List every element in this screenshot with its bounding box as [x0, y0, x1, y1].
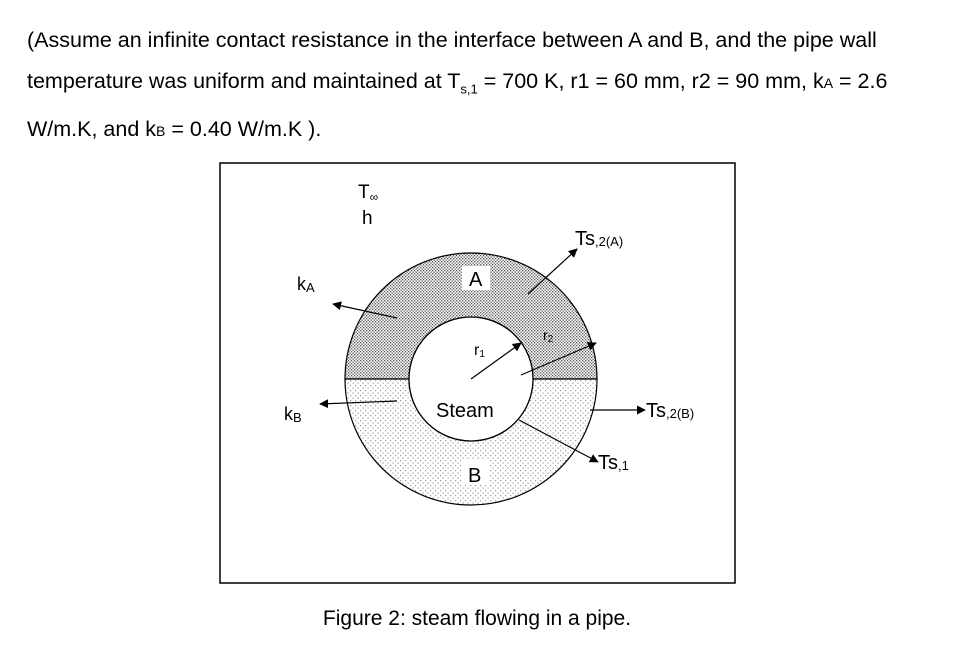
layer-b-label: B: [468, 465, 481, 487]
layer-a-label-box: [462, 266, 490, 290]
problem-text-3: = 2.6 W/m.K, and k: [27, 69, 888, 142]
problem-text-1: (Assume an infinite contact resistance i…: [27, 28, 877, 93]
kb-subscript: B: [156, 123, 166, 140]
problem-statement: (Assume an infinite contact resistance i…: [27, 20, 942, 152]
r1-label: r1: [474, 342, 485, 360]
ka-subscript: A: [823, 75, 834, 91]
ts1-subscript: s,1: [460, 81, 478, 97]
ts2b-label: Ts,2(B): [646, 400, 694, 422]
ts2a-label: Ts,2(A): [575, 228, 623, 250]
t-infinity-label: T∞: [358, 182, 378, 204]
r1-arrow: [470, 342, 522, 380]
figure-caption: Figure 2: steam flowing in a pipe.: [322, 607, 632, 630]
r2-arrow: [520, 342, 597, 376]
ka-label: kA: [297, 274, 315, 295]
kb-label: kB: [284, 404, 302, 425]
layer-b-label-box: [461, 460, 489, 485]
ts1-label: Ts,1: [598, 452, 629, 474]
ts1-arrow: [518, 419, 599, 463]
layer-a-label: A: [469, 269, 483, 291]
h-label: h: [362, 208, 373, 229]
problem-text-2: = 700 K, r1 = 60 mm, r2 = 90 mm, k: [477, 69, 824, 93]
ka-arrow: [332, 301, 398, 319]
r2-label: r2: [543, 327, 554, 345]
problem-text-4: = 0.40 W/m.K ).: [165, 117, 322, 142]
steam-label: Steam: [436, 400, 494, 422]
ts2a-arrow: [527, 248, 578, 295]
kb-arrow: [319, 399, 398, 409]
figure-frame: [219, 162, 736, 584]
